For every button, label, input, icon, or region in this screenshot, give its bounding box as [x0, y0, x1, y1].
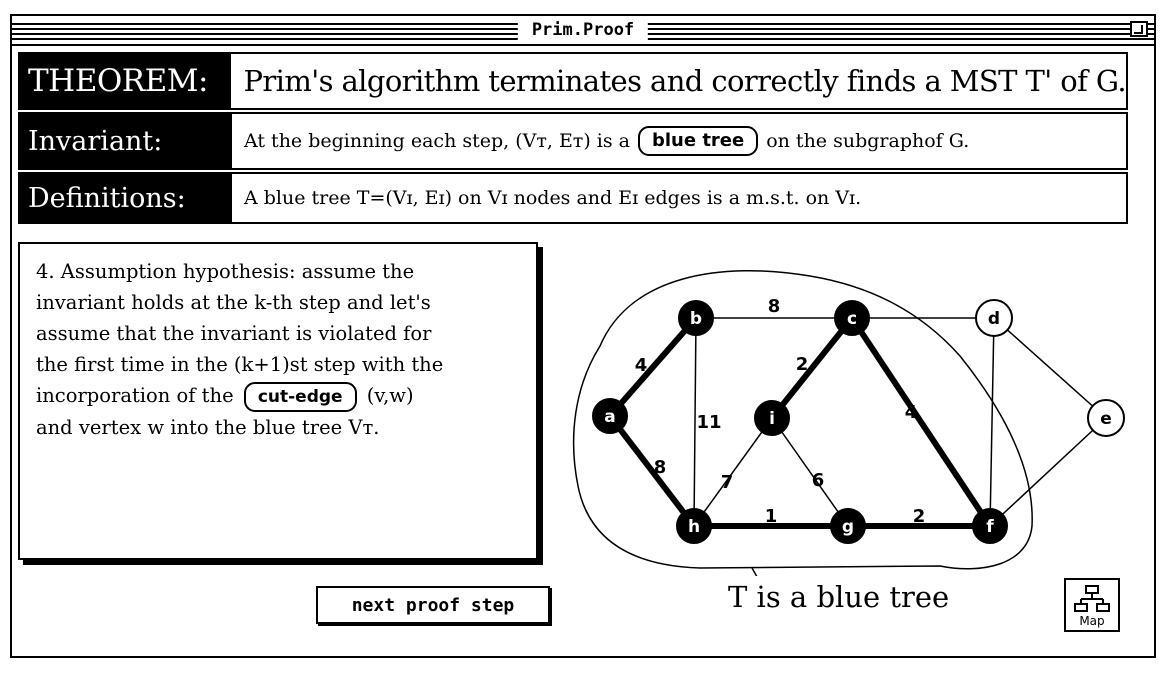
- graph-node-i: i: [754, 400, 790, 436]
- node-label: d: [988, 309, 1000, 329]
- graph-node-a: a: [592, 398, 628, 434]
- map-label: Map: [1079, 614, 1105, 628]
- edge-weight-label: 11: [696, 412, 721, 433]
- titlebar-stripe-mask: [12, 16, 1154, 20]
- proof-line: incorporation of the cut-edge (v,w): [36, 380, 526, 412]
- edge-weight-label: 4: [905, 402, 918, 423]
- node-circle: [592, 398, 628, 434]
- node-label: f: [986, 517, 994, 537]
- graph-node-b: b: [678, 300, 714, 336]
- graph-node-c: c: [834, 300, 870, 336]
- edge-weight-label: 4: [635, 355, 648, 376]
- map-icon: [1074, 585, 1110, 612]
- node-circle: [834, 300, 870, 336]
- node-circle: [678, 300, 714, 336]
- edge-weight-label: 2: [796, 354, 809, 375]
- graph-edge-i-g: [771, 417, 849, 527]
- node-label: h: [688, 517, 700, 537]
- proof-step-box: 4. Assumption hypothesis: assume the inv…: [18, 242, 538, 560]
- invariant-bar: Invariant: At the beginning each step, (…: [18, 112, 1128, 170]
- node-circle: [830, 508, 866, 544]
- definitions-bar: Definitions: A blue tree T=(Vɪ, Eɪ) on V…: [18, 172, 1128, 224]
- node-label: e: [1100, 409, 1112, 429]
- definitions-text: A blue tree T=(Vɪ, Eɪ) on Vɪ nodes and E…: [244, 187, 862, 209]
- graph-edge-i-h: [693, 417, 773, 527]
- window-title: Prim.Proof: [517, 19, 649, 41]
- map-button[interactable]: Map: [1064, 578, 1120, 632]
- graph-diagram: 4 8 8 11 2 4 7 6 1 2 a b c i h g f d e: [572, 269, 1125, 576]
- graph-node-f: f: [972, 508, 1008, 544]
- node-circle: [1087, 399, 1125, 437]
- graph-node-e: e: [1087, 399, 1125, 437]
- proof-line: invariant holds at the k-th step and let…: [36, 291, 431, 314]
- node-circle: [754, 400, 790, 436]
- edge-weight-label: 1: [765, 506, 778, 527]
- graph-edge-c-i: [769, 316, 855, 420]
- graph-edge-b-h: [693, 317, 697, 527]
- graph-node-d: d: [975, 299, 1013, 337]
- caption-pointer: [751, 567, 758, 576]
- theorem-text: Prim's algorithm terminates and correctl…: [243, 64, 1126, 98]
- node-label: g: [842, 517, 854, 537]
- edge-weight-label: 2: [913, 506, 926, 527]
- blue-tree-caption: T is a blue tree: [728, 580, 950, 614]
- proof-line5-after: (v,w): [366, 384, 414, 407]
- theorem-bar: THEOREM: Prim's algorithm terminates and…: [18, 52, 1128, 110]
- invariant-text-before: At the beginning each step, (Vт, Eт) is …: [244, 130, 630, 152]
- graph-node-h: h: [676, 508, 712, 544]
- node-label: b: [690, 309, 702, 329]
- proof-line5-before: incorporation of the: [36, 384, 234, 407]
- edge-weight-label: 7: [721, 472, 734, 493]
- graph-edge-d-f: [989, 317, 995, 527]
- graph-edge-a-b: [607, 316, 699, 418]
- blue-tree-button[interactable]: blue tree: [637, 126, 759, 156]
- graph-node-g: g: [830, 508, 866, 544]
- node-circle: [676, 508, 712, 544]
- next-proof-step-button[interactable]: next proof step: [316, 586, 550, 624]
- proof-step-text: 4. Assumption hypothesis: assume the inv…: [36, 256, 526, 443]
- title-bar[interactable]: Prim.Proof: [12, 16, 1154, 46]
- proof-line: and vertex w into the blue tree Vт.: [36, 416, 380, 439]
- invariant-text: At the beginning each step, (Vт, Eт) is …: [232, 114, 969, 168]
- zoom-box-icon[interactable]: [1130, 21, 1148, 37]
- proof-line: the first time in the (k+1)st step with …: [36, 353, 444, 376]
- graph-edge-a-h: [607, 414, 697, 528]
- titlebar-stripe-mask: [12, 40, 1154, 44]
- invariant-text-after: on the subgraphof G.: [766, 130, 970, 152]
- definitions-label: Definitions:: [20, 174, 232, 222]
- node-label: a: [604, 407, 615, 427]
- graph-edge-d-e: [993, 317, 1107, 419]
- node-circle: [972, 508, 1008, 544]
- cut-edge-button[interactable]: cut-edge: [243, 382, 357, 412]
- proof-line: assume that the invariant is violated fo…: [36, 322, 432, 345]
- graph-edge-e-f: [989, 417, 1107, 527]
- proof-line: 4. Assumption hypothesis: assume the: [36, 260, 415, 283]
- node-label: i: [769, 409, 775, 429]
- theorem-label: THEOREM:: [20, 54, 232, 108]
- graph-edge-c-f: [849, 316, 993, 528]
- edge-weight-label: 6: [812, 470, 825, 491]
- node-label: c: [847, 309, 857, 329]
- invariant-label: Invariant:: [20, 114, 232, 168]
- edge-weight-label: 8: [768, 296, 781, 317]
- node-circle: [975, 299, 1013, 337]
- edge-weight-label: 8: [654, 457, 667, 478]
- blue-tree-boundary: [572, 269, 1033, 570]
